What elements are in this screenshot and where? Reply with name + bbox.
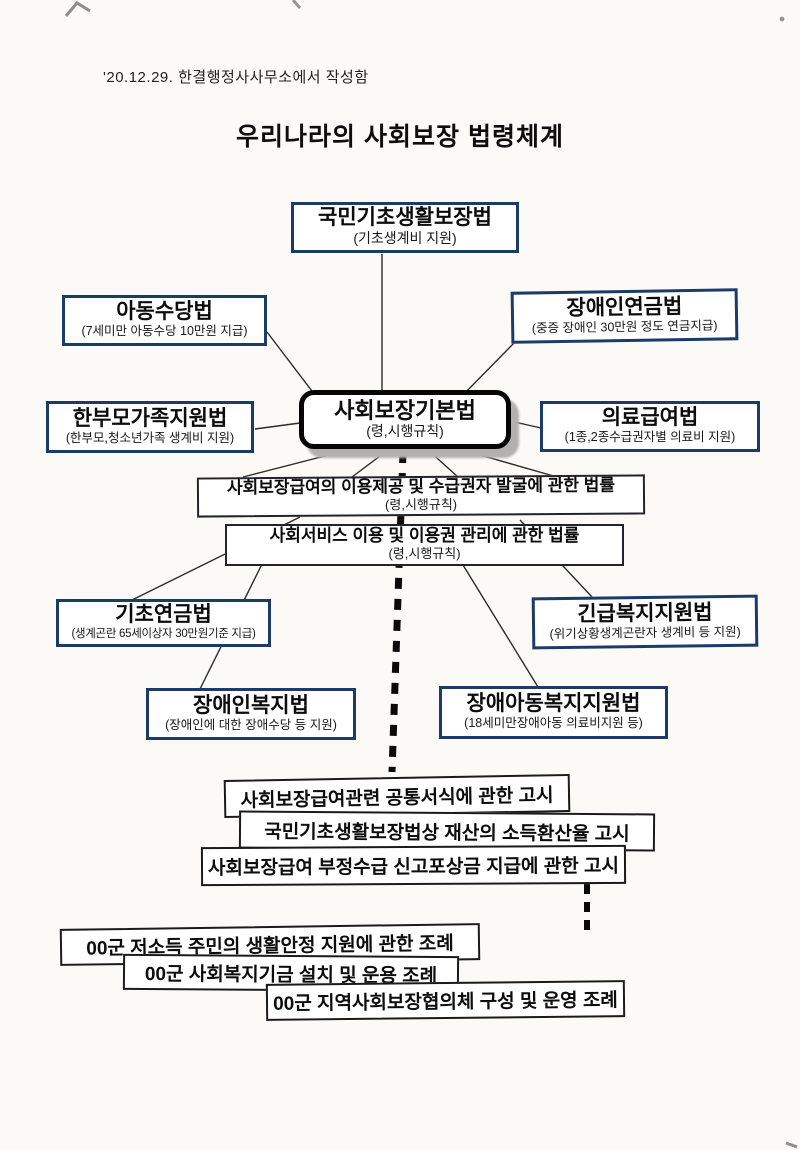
law-title: 의료급여법 <box>601 406 699 430</box>
connector-line <box>351 449 389 478</box>
law-box-benefit-provision: 사회보장급여의 이용제공 및 수급권자 발굴에 관한 법률 (령,시행규칙) <box>196 474 646 518</box>
connector-line <box>509 420 542 429</box>
page-title: 우리나라의 사회보장 법령체계 <box>236 123 564 151</box>
connector-line <box>242 448 353 478</box>
law-box-emergency-welfare: 긴급복지지원법 (위기상황생계곤란자 생계비 등 지원) <box>531 594 759 650</box>
law-subtitle: (장애인에 대한 장애수당 등 지원) <box>165 717 337 732</box>
law-box-child-allowance: 아동수당법 (7세미만 아동수당 10만원 지급) <box>62 295 267 346</box>
law-title: 기초연금법 <box>115 603 212 627</box>
connector-line <box>451 446 558 478</box>
law-box-national-basic-livelihood: 국민기초생활보장법 (기초생계비 지원) <box>291 202 519 253</box>
law-title: 사회보장기본법 <box>334 397 476 423</box>
law-box-basic-pension: 기초연금법 (생계곤란 65세이상자 30만원기준 지급) <box>56 599 271 647</box>
law-subtitle: (한부모,청소년가족 생계비 지원) <box>65 430 235 445</box>
law-title: 국민기초생활보장법 <box>318 206 492 230</box>
law-subtitle: (기초생계비 지원) <box>353 230 457 247</box>
law-box-disabled-welfare: 장애인복지법 (장애인에 대한 장애수당 등 지원) <box>146 688 356 740</box>
law-title: 장애인복지법 <box>193 693 309 717</box>
law-box-disabled-child-welfare: 장애아동복지지원법 (18세미만장애아동 의료비지원 등) <box>439 686 668 739</box>
law-title: 한부모가족지원법 <box>72 406 228 430</box>
connector-line <box>266 331 319 400</box>
ordinance-box-community-council: 00군 지역사회보장협의체 구성 및 운영 조례 <box>265 980 626 1021</box>
law-subtitle: (령,시행규칙) <box>366 422 444 439</box>
law-box-medical-benefit: 의료급여법 (1종,2종수급권자별 의료비 지원) <box>540 401 760 452</box>
law-subtitle: (7세미만 아동수당 10만원 지급) <box>81 324 248 339</box>
law-box-social-service-voucher: 사회서비스 이용 및 이용권 관리에 관한 법률 (령,시행규칙) <box>225 524 624 566</box>
scan-artifact <box>779 16 785 22</box>
law-subtitle: (중증 장애인 30만원 정도 연금지급) <box>531 318 718 336</box>
law-title: 긴급복지지원법 <box>577 600 713 626</box>
law-subtitle: (생계곤란 65세이상자 30만원기준 지급) <box>71 628 256 641</box>
law-box-social-security-framework: 사회보장기본법 (령,시행규칙) <box>299 390 511 449</box>
notice-box-fraud-report-reward: 사회보장급여 부정수급 신고포상금 지급에 관한 고시 <box>200 844 627 887</box>
law-title: 사회보장급여의 이용제공 및 수급권자 발굴에 관한 법률 <box>226 476 616 498</box>
law-box-single-parent-family: 한부모가족지원법 (한부모,청소년가족 생계비 지원) <box>46 401 254 453</box>
law-title: 장애아동복지지원법 <box>466 692 641 716</box>
scan-artifact <box>785 1141 798 1149</box>
connector-line <box>254 422 301 430</box>
law-subtitle: (위기상황생계곤란자 생계비 등 지원) <box>549 624 741 641</box>
scan-artifact <box>291 0 302 9</box>
law-subtitle: (령,시행규칙) <box>384 497 458 513</box>
connector-line <box>454 551 539 688</box>
law-subtitle: (18세미만장애아동 의료비지원 등) <box>464 716 643 731</box>
law-title: 장애인연금법 <box>566 294 683 320</box>
connector-line <box>458 339 518 400</box>
law-box-disability-pension: 장애인연금법 (중증 장애인 30만원 정도 연금지급) <box>510 288 739 344</box>
law-subtitle: (1종,2종수급권자별 의료비 지원) <box>564 430 736 445</box>
document-note: '20.12.29. 한결행정사사무소에서 작성함 <box>103 69 369 86</box>
scan-artifact <box>64 1 91 17</box>
law-title: 사회서비스 이용 및 이용권 관리에 관한 법률 <box>269 526 580 546</box>
law-subtitle: (령,시행규칙) <box>388 546 461 562</box>
connector-line <box>427 449 459 478</box>
law-title: 아동수당법 <box>116 300 213 324</box>
